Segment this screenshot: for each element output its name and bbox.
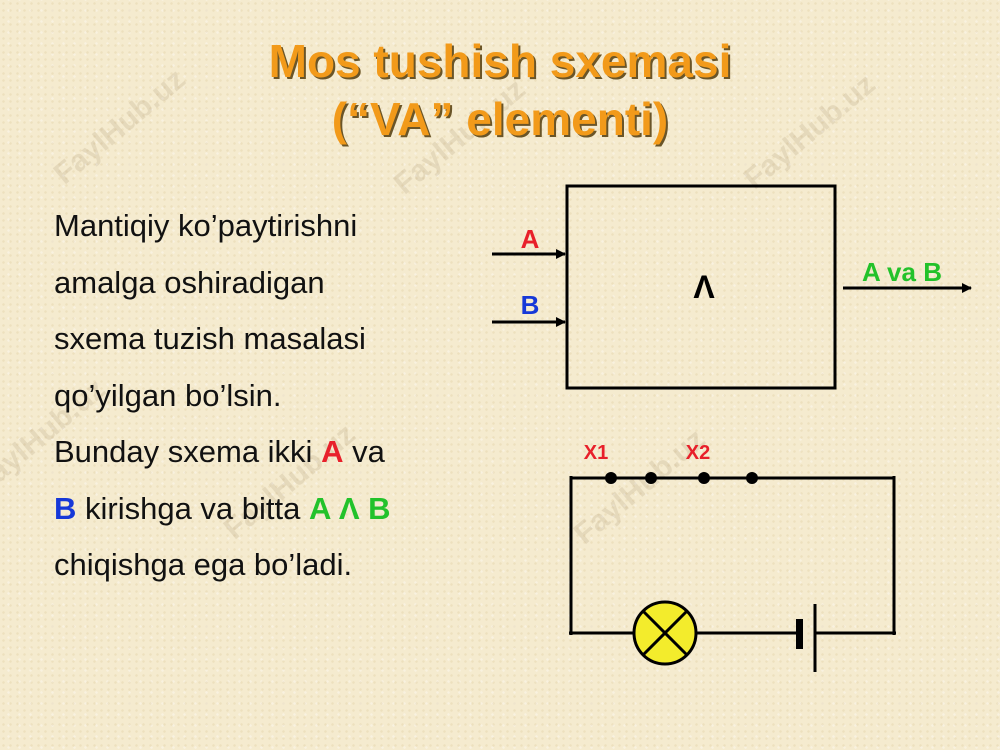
switch-contact	[605, 472, 617, 484]
text-line-2: amalga oshiradigan	[54, 264, 325, 300]
gate-box	[565, 184, 837, 390]
text-line-3: sxema tuzish masalasi	[54, 321, 366, 356]
slide-title: Mos tushish sxemasi (“VA” elementi)	[0, 32, 1000, 148]
switch-x1-label: X1	[584, 442, 608, 464]
series-circuit: X1 X2	[569, 442, 896, 672]
text-line-6-mid: kirishga va bitta	[76, 490, 309, 526]
text-line-1: Mantiqiy ko’paytirishni	[54, 208, 358, 243]
lamp-icon	[632, 600, 698, 666]
text-input-b: B	[54, 490, 77, 526]
switch-x2-label: X2	[686, 442, 710, 464]
text-output-expr: A Λ B	[309, 490, 391, 526]
input-a-label: A	[521, 224, 540, 254]
switch-contact	[645, 472, 657, 484]
switch-contact	[746, 472, 758, 484]
text-line-6: B kirishga va bitta A Λ B	[54, 481, 494, 538]
body-text: Mantiqiy ko’paytirishni amalga oshiradig…	[54, 198, 494, 594]
input-a: A	[492, 224, 566, 259]
text-line-5: Bunday sxema ikki A va	[54, 424, 494, 481]
switch-contact	[698, 472, 710, 484]
title-line-2: (“VA” elementi)	[331, 93, 669, 145]
text-input-a: A	[321, 434, 344, 469]
text-line-5-pre: Bunday sxema ikki	[54, 434, 322, 469]
text-line-7: chiqishga ega bo’ladi.	[54, 547, 353, 582]
gate-symbol: Λ	[693, 269, 715, 305]
input-b: B	[492, 290, 566, 327]
battery-icon	[796, 604, 817, 672]
text-line-5-post: va	[343, 434, 385, 469]
output-label: A va B	[862, 257, 942, 287]
text-line-4: qo’yilgan bo’lsin.	[54, 377, 282, 413]
title-line-1: Mos tushish sxemasi	[268, 35, 732, 87]
and-gate: Λ	[565, 184, 837, 390]
input-b-label: B	[521, 290, 540, 320]
output: A va B	[843, 257, 972, 293]
